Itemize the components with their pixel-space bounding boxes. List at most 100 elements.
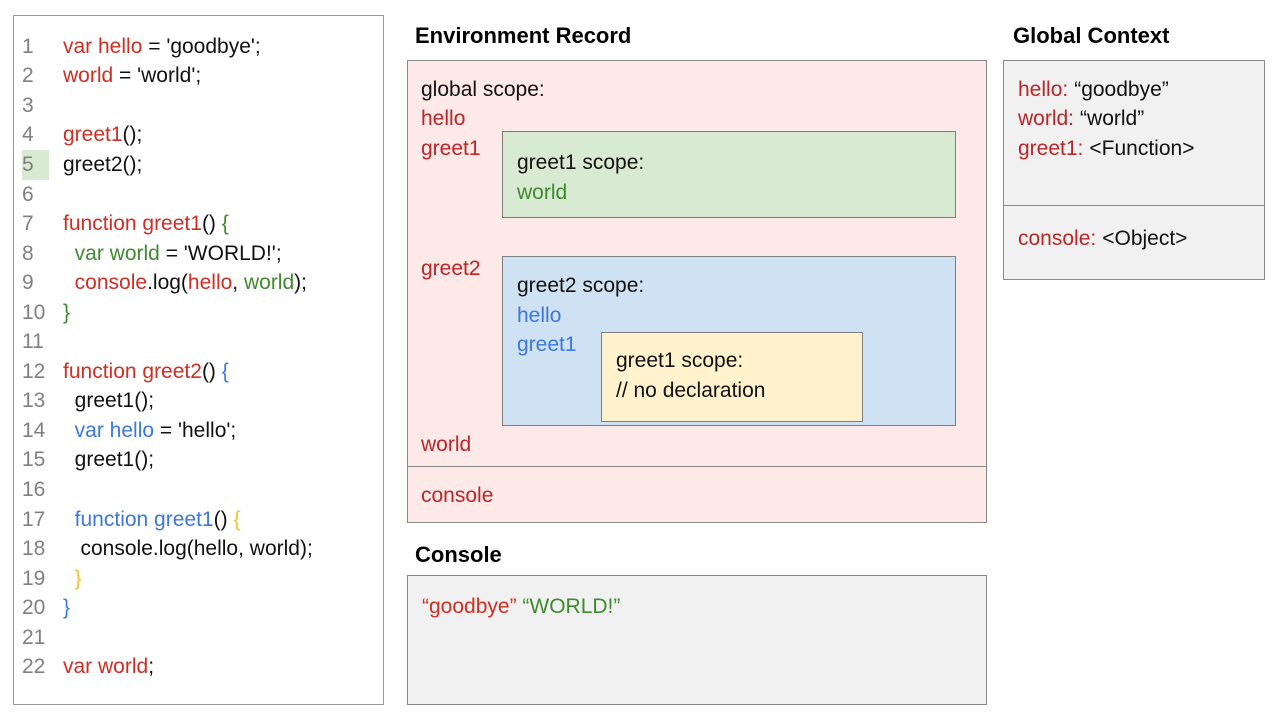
code-line: 2 world = 'world'; — [14, 62, 383, 92]
code-text: greet1(); — [63, 123, 143, 147]
code-line: 9 console.log(hello, world); — [14, 268, 383, 298]
code-text: } — [63, 300, 71, 324]
code-line: 8 var world = 'WORLD!'; — [14, 239, 383, 269]
global-context-main-section: hello:“goodbye” world:“world” greet1:<Fu… — [1004, 61, 1264, 206]
greet1-scope-title: greet1 scope: — [517, 151, 645, 174]
code-line: 22 var world; — [14, 652, 383, 682]
code-text: greet1(); — [63, 389, 155, 413]
global-scope-var-hello: hello — [421, 107, 466, 130]
line-number: 1 — [22, 34, 34, 58]
code-line: 12 function greet2() { — [14, 357, 383, 387]
line-number: 19 — [22, 566, 46, 590]
inner-greet1-scope-comment: // no declaration — [616, 378, 766, 402]
entry-name: console: — [1018, 227, 1097, 250]
code-line: 14 var hello = 'hello'; — [14, 416, 383, 446]
line-number: 12 — [22, 359, 46, 383]
entry-value: “world” — [1080, 107, 1145, 130]
line-number: 10 — [22, 300, 46, 324]
code-line: 17 function greet1() { — [14, 505, 383, 535]
code-line: 11 — [14, 327, 383, 357]
global-context-entry: hello:“goodbye” — [1018, 77, 1169, 103]
console-title: Console — [415, 542, 502, 567]
code-line: 1 var hello = 'goodbye'; — [14, 32, 383, 62]
global-scope-var-greet1: greet1 — [421, 137, 481, 160]
greet2-scope-var-hello: hello — [517, 303, 562, 327]
code-text: var world; — [63, 655, 155, 679]
environment-record-title: Environment Record — [415, 23, 632, 48]
greet1-scope-box: greet1 scope: world — [502, 131, 956, 218]
code-text: console.log(hello, world); — [74, 271, 307, 295]
line-number: 22 — [22, 655, 46, 679]
entry-value: “goodbye” — [1074, 78, 1169, 101]
code-text: function greet2() { — [63, 359, 229, 383]
line-number: 14 — [22, 418, 46, 442]
global-scope-label: global scope: — [421, 78, 545, 101]
global-scope-box: global scope: hello greet1 greet1 scope:… — [408, 61, 986, 467]
code-line: 15 greet1(); — [14, 446, 383, 476]
inner-greet1-scope-box: greet1 scope: // no declaration — [601, 332, 863, 422]
console-box: “goodbye” “WORLD!” — [407, 575, 987, 705]
code-line: 21 — [14, 623, 383, 653]
console-token: “goodbye” — [422, 595, 517, 618]
entry-name: world: — [1018, 107, 1075, 130]
code-line: 6 — [14, 180, 383, 210]
line-number: 15 — [22, 448, 46, 472]
code-line: 13 greet1(); — [14, 387, 383, 417]
console-output: “goodbye” “WORLD!” — [422, 594, 972, 620]
code-text: console.log(hello, world); — [63, 537, 313, 561]
global-context-box: hello:“goodbye” world:“world” greet1:<Fu… — [1003, 60, 1265, 280]
code-lines: 1 var hello = 'goodbye'; 2 world = 'world';… — [14, 32, 383, 682]
line-number: 7 — [22, 212, 34, 236]
code-text: var hello = 'hello'; — [74, 418, 237, 442]
line-number: 9 — [22, 271, 34, 295]
line-number: 21 — [22, 625, 46, 649]
global-context-entry: world:“world” — [1018, 106, 1144, 132]
line-number: 16 — [22, 477, 46, 501]
code-text: var world = 'WORLD!'; — [74, 241, 282, 265]
greet2-scope-box: greet2 scope: hello greet1 greet1 scope:… — [502, 256, 956, 426]
code-line: 7 function greet1() { — [14, 209, 383, 239]
code-text: function greet1() { — [74, 507, 241, 531]
code-text: } — [63, 596, 71, 620]
code-text: } — [74, 566, 82, 590]
global-context-console-section: console:<Object> — [1004, 206, 1264, 278]
line-number: 3 — [22, 93, 34, 117]
line-number: 18 — [22, 537, 46, 561]
line-number: 5 — [22, 150, 49, 180]
greet2-scope-title: greet2 scope: — [517, 274, 645, 297]
line-number: 11 — [22, 330, 44, 354]
greet2-scope-var-greet1: greet1 — [517, 333, 577, 356]
entry-name: greet1: — [1018, 137, 1084, 160]
global-scope-var-console: console — [421, 484, 494, 507]
code-line: 18 console.log(hello, world); — [14, 534, 383, 564]
code-text: greet2(); — [63, 152, 143, 176]
line-number: 4 — [22, 123, 34, 147]
line-number: 6 — [22, 182, 34, 206]
code-line: 19 } — [14, 564, 383, 594]
global-scope-var-world: world — [421, 433, 472, 456]
entry-name: hello: — [1018, 78, 1069, 101]
code-text: greet1(); — [63, 448, 155, 472]
code-text: var hello = 'goodbye'; — [63, 34, 261, 58]
code-line: 3 — [14, 91, 383, 121]
global-context-entry: greet1:<Function> — [1018, 136, 1194, 162]
entry-value: <Function> — [1089, 137, 1195, 160]
line-number: 13 — [22, 389, 46, 413]
global-context-console-entry: console:<Object> — [1018, 226, 1187, 252]
line-number: 17 — [22, 507, 46, 531]
line-number: 20 — [22, 596, 46, 620]
inner-greet1-scope-title: greet1 scope: — [616, 349, 744, 372]
environment-record-console-section: console — [408, 467, 986, 521]
code-editor-panel: 1 var hello = 'goodbye'; 2 world = 'world';… — [13, 15, 384, 705]
line-number: 2 — [22, 64, 34, 88]
code-line: 5 greet2(); — [14, 150, 383, 180]
code-text: world = 'world'; — [63, 64, 202, 88]
global-scope-var-greet2: greet2 — [421, 257, 481, 280]
code-text: function greet1() { — [63, 212, 229, 236]
global-context-title: Global Context — [1013, 23, 1170, 48]
environment-record-box: global scope: hello greet1 greet1 scope:… — [407, 60, 987, 523]
code-line: 10} — [14, 298, 383, 328]
code-line: 20} — [14, 593, 383, 623]
entry-value: <Object> — [1102, 227, 1188, 250]
